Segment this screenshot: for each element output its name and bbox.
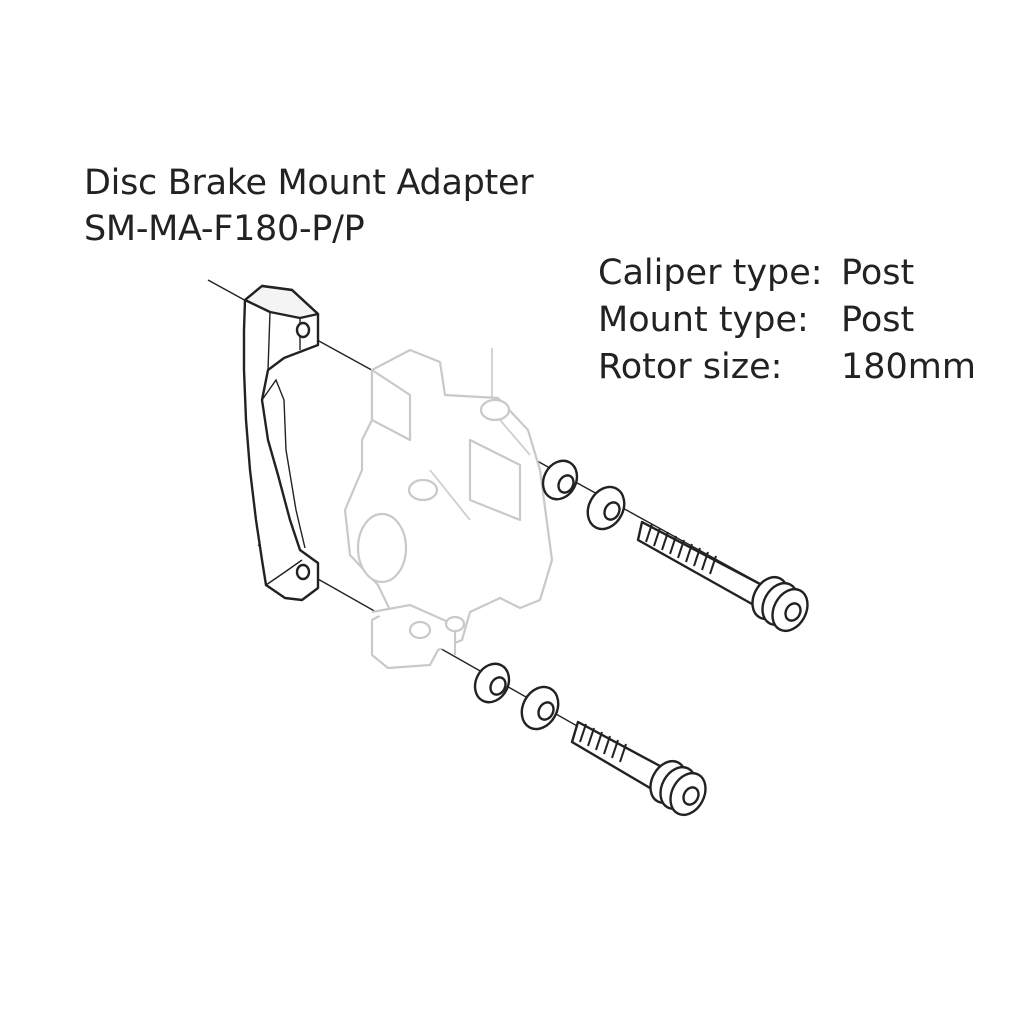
washer-lower-concave bbox=[520, 685, 560, 731]
spec-label: Rotor size: bbox=[598, 347, 783, 387]
spec-row-rotor-size: Rotor size: 180mm bbox=[598, 344, 976, 391]
model-number: SM-MA-F180-P/P bbox=[84, 209, 365, 249]
product-title: Disc Brake Mount Adapter SM-MA-F180-P/P bbox=[84, 160, 534, 252]
spec-row-caliper-type: Caliper type: Post bbox=[598, 250, 976, 297]
brake-caliper-ghost bbox=[343, 348, 554, 670]
spec-label: Caliper type: bbox=[598, 253, 823, 293]
spec-row-mount-type: Mount type: Post bbox=[598, 297, 976, 344]
fixing-bolt-lower bbox=[570, 720, 707, 817]
mount-adapter bbox=[242, 284, 320, 602]
spec-label: Mount type: bbox=[598, 300, 809, 340]
washer-upper-concave bbox=[586, 485, 626, 531]
spec-value: 180mm bbox=[841, 347, 976, 387]
product-name: Disc Brake Mount Adapter bbox=[84, 163, 534, 203]
fixing-bolt-upper bbox=[636, 520, 809, 633]
spec-value: Post bbox=[841, 253, 915, 293]
washer-upper-convex bbox=[541, 459, 579, 501]
washer-lower-convex bbox=[473, 662, 511, 704]
spec-list: Caliper type: Post Mount type: Post Rotor … bbox=[598, 250, 976, 391]
spec-value: Post bbox=[841, 300, 915, 340]
